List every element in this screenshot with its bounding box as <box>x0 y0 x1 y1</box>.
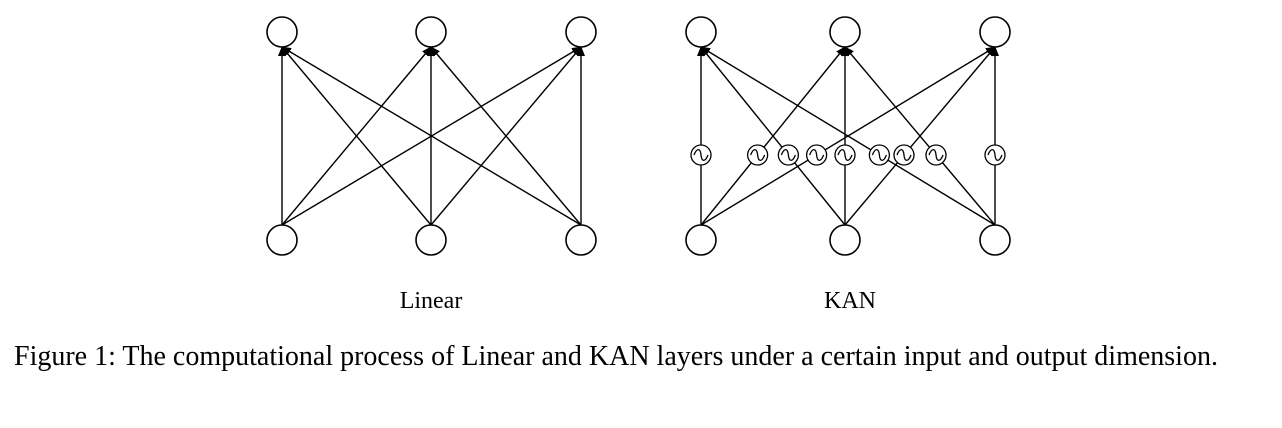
linear-network <box>266 16 597 256</box>
output-node <box>266 16 298 48</box>
sine-wave-icon <box>690 144 712 166</box>
edge-in3-out2 <box>844 46 996 226</box>
sine-wave-icon <box>777 144 800 166</box>
output-node <box>979 16 1011 48</box>
sine-wave-icon <box>834 144 856 166</box>
edge-in3-out1 <box>281 46 582 226</box>
input-node <box>266 224 298 256</box>
edge-in2-out1 <box>700 46 846 226</box>
output-node <box>565 16 597 48</box>
output-node <box>685 16 717 48</box>
edge-in3-out2 <box>430 46 582 226</box>
output-node <box>415 16 447 48</box>
sine-wave-icon <box>925 144 947 166</box>
sine-wave-icon <box>868 144 891 166</box>
sine-wave-icon <box>893 144 915 166</box>
figure-caption: Figure 1: The computational process of L… <box>14 340 1272 374</box>
input-node <box>685 224 717 256</box>
output-node <box>829 16 861 48</box>
sine-wave-icon <box>746 144 769 166</box>
caption-prefix: Figure 1: <box>14 341 116 372</box>
edge-in3-out1 <box>700 46 996 226</box>
sine-wave-icon <box>984 144 1006 166</box>
kan-panel-label: KAN <box>824 288 876 314</box>
sine-wave-icon <box>805 144 828 166</box>
linear-panel-label: Linear <box>399 288 463 314</box>
input-node <box>979 224 1011 256</box>
figure-diagram <box>266 16 1011 256</box>
kan-network <box>685 16 1011 256</box>
input-node <box>565 224 597 256</box>
input-node <box>829 224 861 256</box>
edge-in2-out1 <box>281 46 432 226</box>
caption-text: The computational process of Linear and … <box>122 341 1218 372</box>
input-node <box>415 224 447 256</box>
